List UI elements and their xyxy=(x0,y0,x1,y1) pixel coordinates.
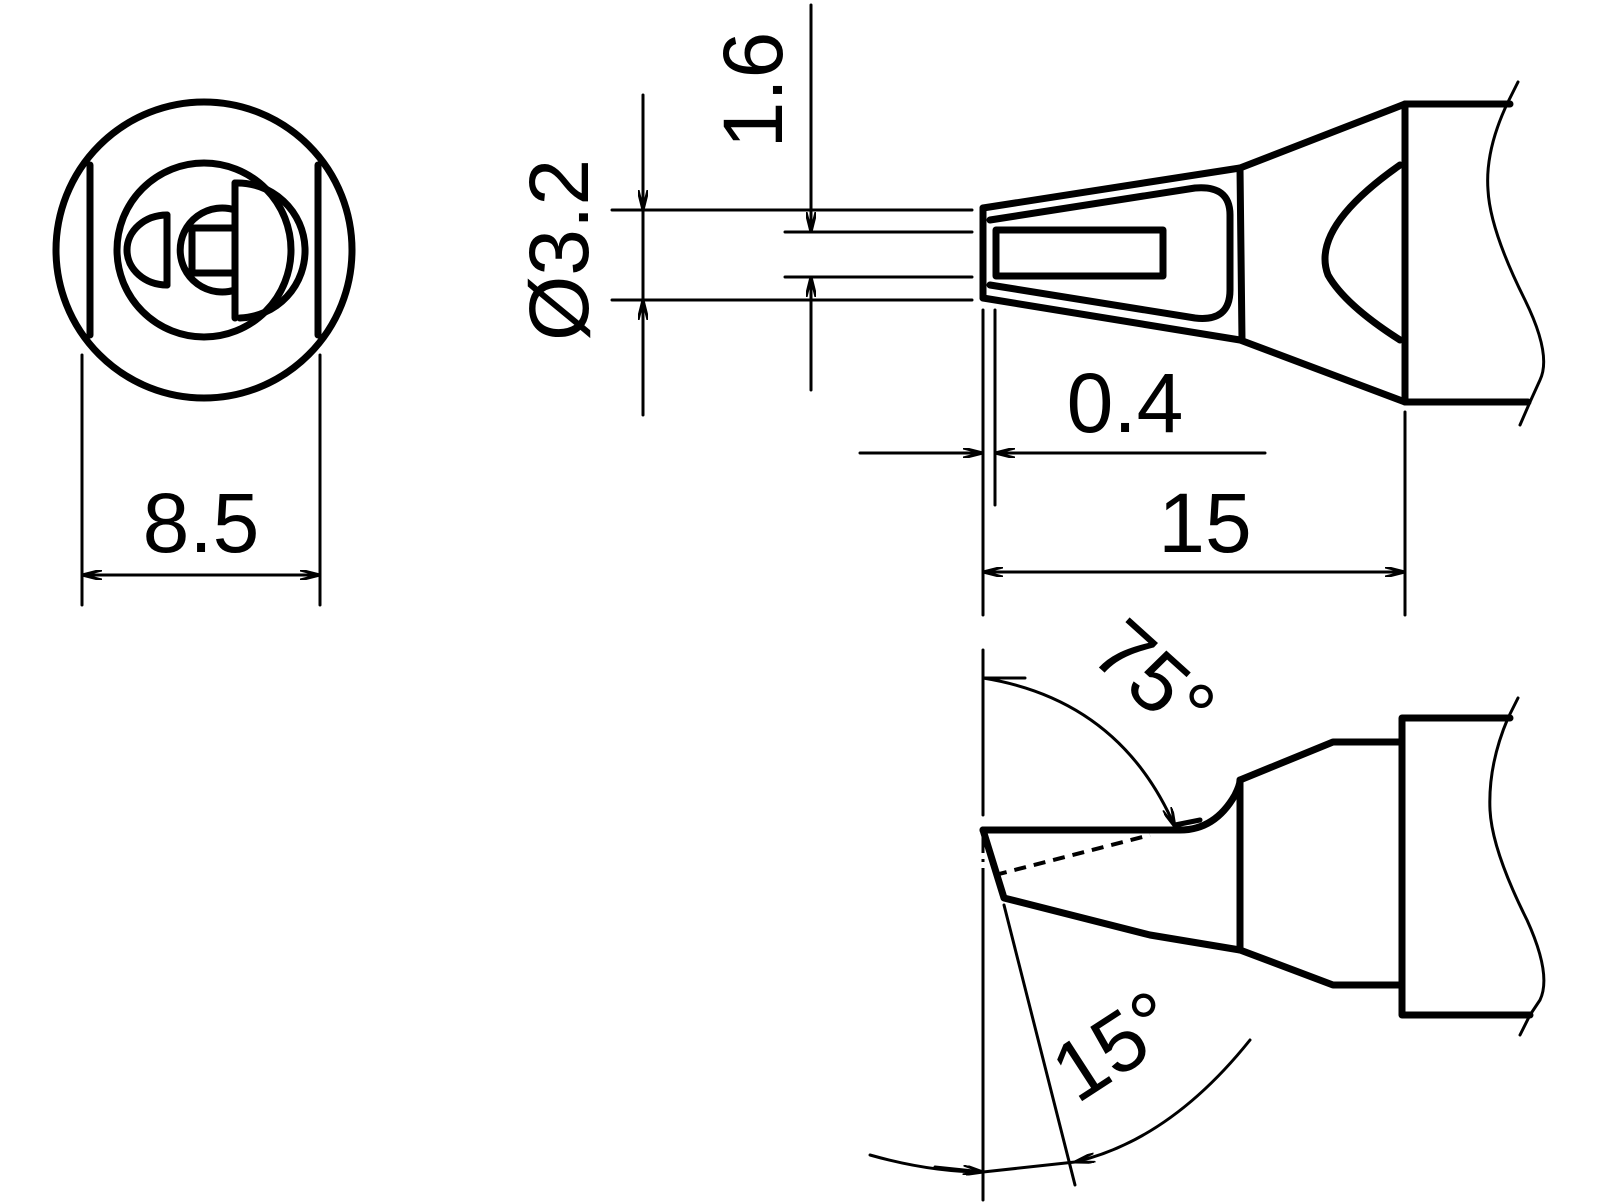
side-shank xyxy=(1398,714,1534,1019)
dim-upper-angle: 75° xyxy=(1076,601,1233,756)
side-view: 75° 15° xyxy=(868,601,1546,1202)
top-outline-upper xyxy=(979,100,1514,212)
shoulder-line xyxy=(1236,164,1246,344)
break-line xyxy=(1488,696,1546,1037)
side-outline-lower xyxy=(979,826,1406,989)
inner-circle xyxy=(113,159,295,341)
dim-tip-thickness: 0.4 xyxy=(1067,356,1184,450)
dim-lower-angle: 15° xyxy=(1035,972,1193,1120)
tip-arc xyxy=(176,204,239,296)
slot xyxy=(992,226,1167,280)
shank-curve xyxy=(1321,161,1404,344)
right-chord-arc xyxy=(231,179,309,322)
end-view: 8.5 xyxy=(52,98,356,607)
dim-arrow xyxy=(933,1167,985,1172)
tip-left-arc xyxy=(123,211,171,289)
top-view: Ø3.2 1.6 0.4 15 xyxy=(512,3,1546,617)
tip-face xyxy=(986,184,1234,322)
dim-tip-length: 15 xyxy=(1158,476,1251,570)
ref-line-angled xyxy=(1002,903,1077,1187)
side-outline-upper xyxy=(979,738,1406,834)
angle-arc-75 xyxy=(981,676,1177,829)
top-outline-lower xyxy=(979,294,1532,406)
outer-circle xyxy=(52,98,356,402)
angle-arc-15 xyxy=(1073,1038,1252,1162)
slot-square xyxy=(188,224,239,277)
dim-tip-diameter: Ø3.2 xyxy=(512,159,606,341)
break-line xyxy=(1486,80,1546,427)
dim-slot-width: 1.6 xyxy=(706,32,800,149)
hidden-line xyxy=(994,833,1151,877)
dim-overall-diameter: 8.5 xyxy=(143,476,260,570)
